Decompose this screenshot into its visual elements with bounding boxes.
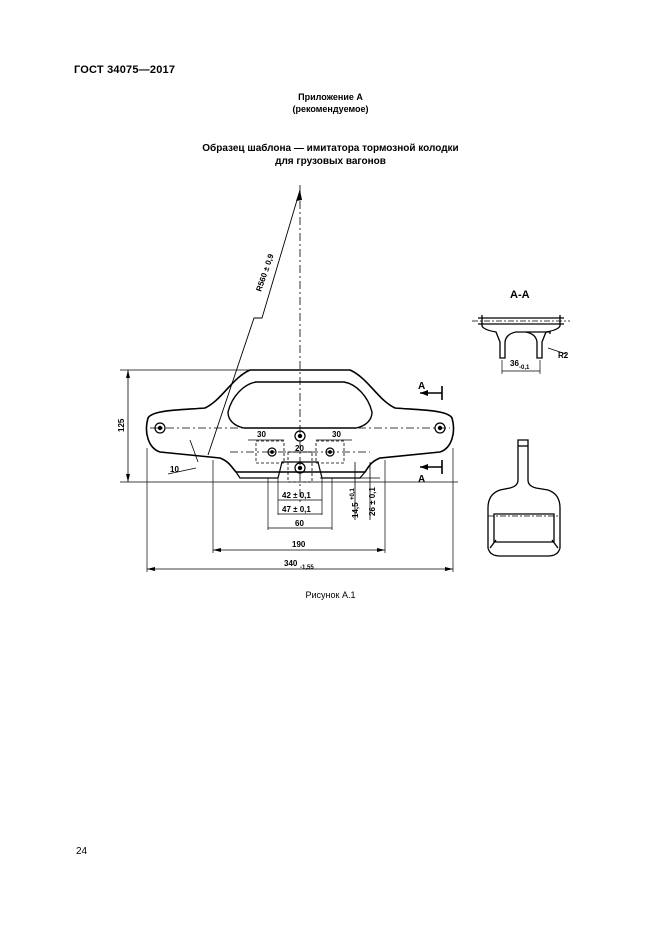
document-code: ГОСТ 34075—2017 <box>74 64 176 76</box>
appendix-title: Приложение А <box>298 92 363 102</box>
label-angle: 10 <box>170 465 179 474</box>
section-mark-top: А <box>418 381 425 392</box>
label-d190: 190 <box>292 540 306 549</box>
radius-leader <box>207 189 301 456</box>
figure-title-line2: для грузовых вагонов <box>275 156 386 167</box>
label-d340-tol: -1,55 <box>300 565 314 571</box>
label-d30-left: 30 <box>257 430 266 439</box>
side-view <box>487 439 561 557</box>
label-d26: 26 ± 0,1 <box>368 487 377 516</box>
section-aa <box>472 315 570 374</box>
label-d20: 20 <box>295 444 304 453</box>
label-d60: 60 <box>295 519 304 528</box>
label-d340: 340 <box>284 559 298 568</box>
page-number: 24 <box>76 846 88 857</box>
section-marks <box>420 386 443 474</box>
label-r2: R2 <box>558 351 569 360</box>
section-mark-bottom: А <box>418 474 425 485</box>
label-radius: R560 ± 0,9 <box>254 252 275 292</box>
label-d30-right: 30 <box>332 430 341 439</box>
center-lines <box>150 185 450 505</box>
dim-right <box>320 462 380 520</box>
template-window <box>227 381 373 429</box>
label-d14-tol: +0,1 <box>350 487 356 500</box>
dim-angle <box>167 439 199 475</box>
label-height: 125 <box>117 418 126 432</box>
label-d36-tol: -0,1 <box>519 365 530 371</box>
section-title: А-А <box>510 289 530 301</box>
label-d47: 47 ± 0,1 <box>282 505 311 514</box>
dim-top-row <box>248 439 352 453</box>
extension-lines <box>146 448 454 572</box>
figure-caption: Рисунок А.1 <box>305 590 356 600</box>
appendix-subtitle: (рекомендуемое) <box>292 104 369 114</box>
label-d42: 42 ± 0,1 <box>282 491 311 500</box>
label-d36: 36 <box>510 359 519 368</box>
dim-bottom <box>147 499 453 571</box>
label-d14: 14,5 <box>351 502 360 518</box>
figure-title-line1: Образец шаблона — имитатора тормозной ко… <box>202 143 459 154</box>
template-outline <box>145 369 455 473</box>
